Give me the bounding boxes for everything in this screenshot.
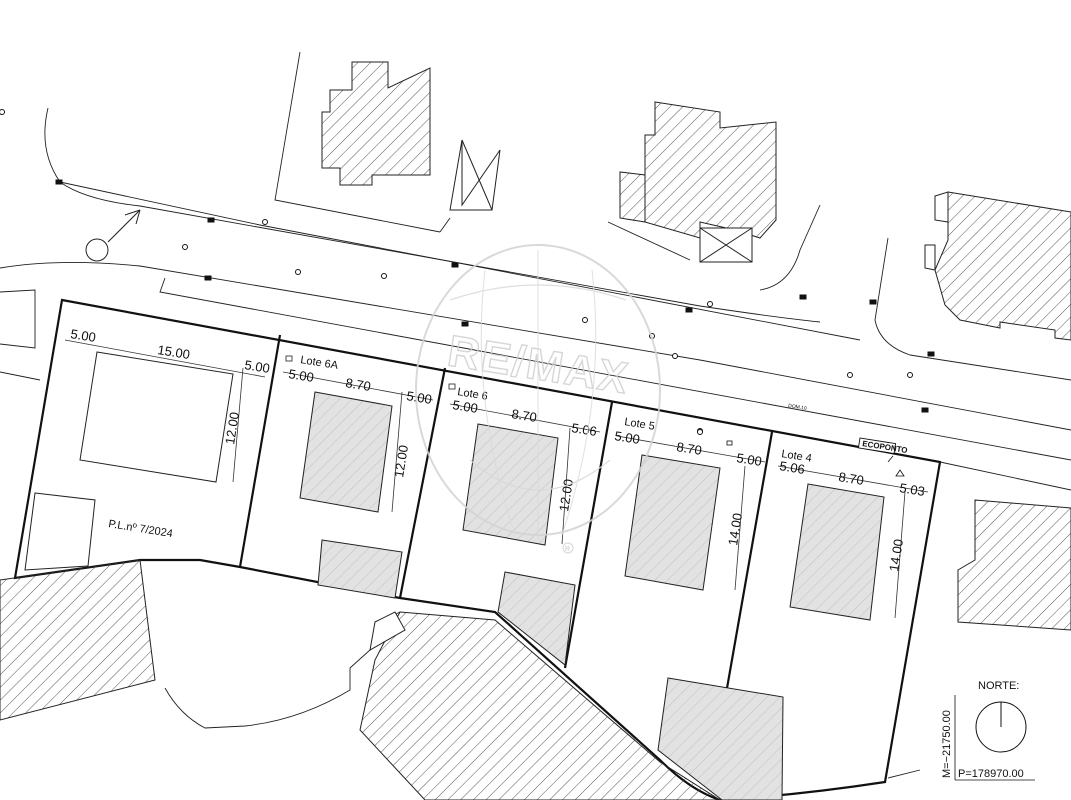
lot-5: Lote 5 5.00 8.70 5.00 14.00: [614, 416, 763, 546]
lot-6a-dim-left: 5.00: [288, 366, 315, 385]
coord-m: M=−21750.00: [941, 710, 953, 778]
road-arrow: [85, 209, 141, 262]
lot-4-dim-width: 8.70: [838, 469, 865, 488]
lot-1-dim-depth: 12.00: [222, 411, 242, 445]
lot-1-dim-right: 5.00: [244, 357, 271, 376]
lot-5-dim-right: 5.00: [736, 450, 763, 469]
north-label: NORTE:: [978, 680, 1019, 692]
existing-buildings-south: [0, 499, 1071, 800]
watermark-registered-mark: R: [565, 546, 570, 553]
lot-4-dim-depth: 14.00: [886, 538, 906, 572]
lot-4-label: Lote 4: [781, 448, 813, 465]
lot-4-dim-right: 5.03: [899, 480, 926, 499]
coordinates: M=−21750.00 P=178970.00: [941, 695, 1035, 781]
parcel-west: [0, 289, 41, 381]
lot-4-dim-left: 5.06: [779, 458, 806, 477]
coord-p: P=178970.00: [958, 768, 1024, 780]
lot-6-dim-right: 5.06: [571, 420, 598, 439]
lot-5-dim-width: 8.70: [676, 439, 703, 458]
lot-1-plan-ref: P.L.nº 7/2024: [108, 518, 174, 540]
lot-5-label: Lote 5: [624, 416, 656, 433]
lot-5-dim-left: 5.00: [614, 428, 641, 447]
terrain-lines: [164, 461, 1071, 779]
lot-6a-dim-right: 5.00: [406, 388, 433, 407]
lot-6-dim-left: 5.00: [452, 397, 479, 416]
existing-buildings-north: [321, 61, 1071, 341]
road-label: DOM.10: [788, 403, 808, 412]
dimension-lines: [64, 339, 929, 619]
lot-5-dim-depth: 14.00: [725, 512, 745, 546]
lot-1-dim-width: 15.00: [157, 342, 191, 362]
lot-6a: Lote 6A 5.00 8.70 5.00 12.00: [285, 354, 433, 478]
ecoponto-marker: ECOPONTO: [857, 437, 908, 463]
existing-property-lines: [0, 51, 1071, 461]
lot-4: Lote 4 5.06 8.70 5.03 14.00: [779, 448, 926, 572]
lot-6a-dim-depth: 12.00: [391, 444, 411, 478]
north-indicator: NORTE:: [975, 680, 1027, 753]
lot-6-dim-width: 8.70: [511, 406, 538, 425]
lot-6-label: Lote 6: [457, 386, 489, 403]
lot-1-dim-left: 5.00: [70, 326, 97, 345]
lot-6a-label: Lote 6A: [300, 354, 340, 372]
lot-6: Lote 6 5.00 8.70 5.06 12.00: [448, 383, 598, 512]
lot-6a-dim-width: 8.70: [345, 375, 372, 394]
